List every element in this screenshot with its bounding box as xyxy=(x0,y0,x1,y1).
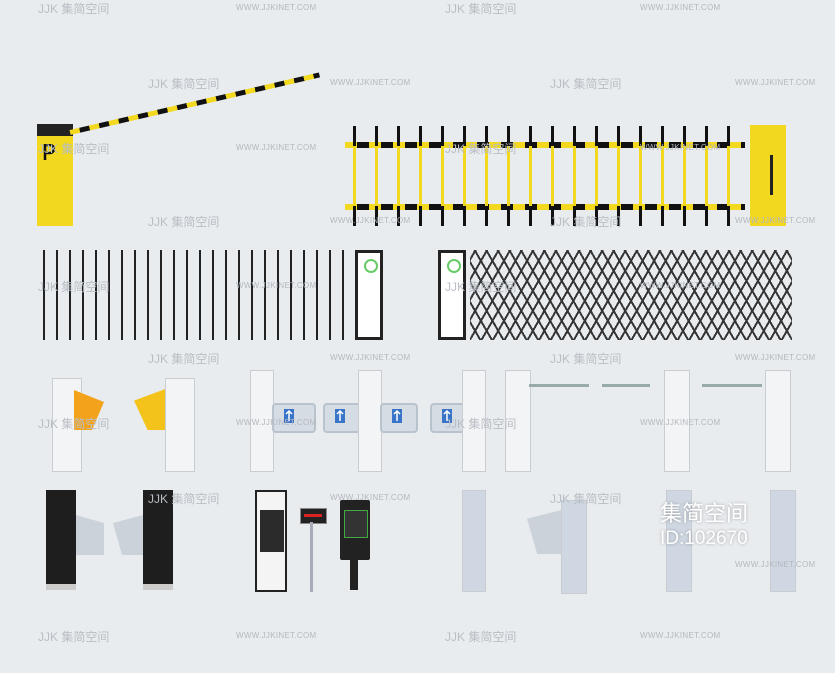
watermark-url: WWW.JJKINET.COM xyxy=(640,631,721,640)
tripod-turnstile-post xyxy=(765,370,791,472)
fence-barrier-cabinet xyxy=(750,125,786,226)
swing-gate-post xyxy=(462,370,486,472)
parking-p-icon xyxy=(43,144,55,160)
arrow-up-icon xyxy=(392,409,402,423)
swing-gate-post xyxy=(250,370,274,472)
stamp-id: ID:102670 xyxy=(660,528,748,549)
fence-picket xyxy=(397,126,400,226)
parking-ticket-machine xyxy=(255,490,287,592)
barrier-arm xyxy=(69,72,321,135)
flap-wing xyxy=(134,388,168,430)
tripod-arm xyxy=(702,384,762,387)
watermark-url: WWW.JJKINET.COM xyxy=(735,353,816,362)
watermark-url: WWW.JJKINET.COM xyxy=(330,78,411,87)
flap-turnstile-black xyxy=(46,490,76,590)
watermark-brand: JJK 集简空间 xyxy=(445,630,517,644)
fence-picket xyxy=(683,126,686,226)
flap-turnstile-black xyxy=(143,490,173,590)
watermark-brand: JJK 集简空间 xyxy=(550,352,622,366)
parking-kiosk xyxy=(340,500,370,560)
fence-picket xyxy=(375,126,378,226)
flap-turnstile-glass xyxy=(561,500,587,594)
flap-wing-glass xyxy=(527,510,561,554)
tripod-turnstile-post xyxy=(664,370,690,472)
flap-turnstile-post xyxy=(165,378,195,472)
display-pole xyxy=(310,522,313,592)
retractable-gate-head-right xyxy=(438,250,466,340)
fence-picket xyxy=(485,126,488,226)
swing-gate-post xyxy=(358,370,382,472)
watermark-brand: JJK 集简空间 xyxy=(445,2,517,16)
flap-wing-glass xyxy=(113,515,143,555)
retractable-gate-head-left xyxy=(355,250,383,340)
watermark-brand: JJK 集简空间 xyxy=(148,215,220,229)
retractable-gate-left xyxy=(38,250,353,340)
arrow-up-icon xyxy=(284,409,294,423)
watermark-brand: JJK 集简空间 xyxy=(38,2,110,16)
fence-picket xyxy=(529,126,532,226)
fence-picket xyxy=(661,126,664,226)
fence-picket xyxy=(705,126,708,226)
fence-picket xyxy=(419,126,422,226)
fence-picket xyxy=(617,126,620,226)
fence-picket xyxy=(595,126,598,226)
watermark-brand: JJK 集简空间 xyxy=(148,352,220,366)
fence-picket xyxy=(551,126,554,226)
watermark-url: WWW.JJKINET.COM xyxy=(735,78,816,87)
watermark-url: WWW.JJKINET.COM xyxy=(236,631,317,640)
kiosk-stand xyxy=(350,560,358,590)
fence-picket xyxy=(727,126,730,226)
fence-picket xyxy=(463,126,466,226)
watermark-brand: JJK 集简空间 xyxy=(550,77,622,91)
fence-picket xyxy=(639,126,642,226)
flap-wing-glass xyxy=(76,515,104,555)
fence-picket xyxy=(507,126,510,226)
fence-picket xyxy=(573,126,576,226)
retractable-gate-right xyxy=(470,250,792,340)
flap-turnstile-glass xyxy=(770,490,796,592)
fence-picket xyxy=(441,126,444,226)
watermark-brand: JJK 集简空间 xyxy=(148,77,220,91)
tripod-arm xyxy=(602,384,650,387)
fence-barrier-gate xyxy=(345,126,745,226)
flap-turnstile-glass xyxy=(666,490,692,592)
watermark-url: WWW.JJKINET.COM xyxy=(236,143,317,152)
barrier-gate-cabinet xyxy=(37,124,73,226)
led-display xyxy=(300,508,327,524)
watermark-brand: JJK 集简空间 xyxy=(38,630,110,644)
watermark-url: WWW.JJKINET.COM xyxy=(640,3,721,12)
watermark-url: WWW.JJKINET.COM xyxy=(236,3,317,12)
swing-gate-panel xyxy=(272,403,316,433)
fence-picket xyxy=(353,126,356,226)
tripod-turnstile-post xyxy=(505,370,531,472)
watermark-url: WWW.JJKINET.COM xyxy=(330,353,411,362)
flap-wing xyxy=(74,390,104,430)
arrow-up-icon xyxy=(442,409,452,423)
id-stamp: 集简空间 ID:102670 xyxy=(660,496,748,550)
flap-turnstile-glass xyxy=(462,490,486,592)
tripod-arm xyxy=(529,384,589,387)
stamp-name: 集简空间 xyxy=(660,501,749,526)
arrow-up-icon xyxy=(335,409,345,423)
